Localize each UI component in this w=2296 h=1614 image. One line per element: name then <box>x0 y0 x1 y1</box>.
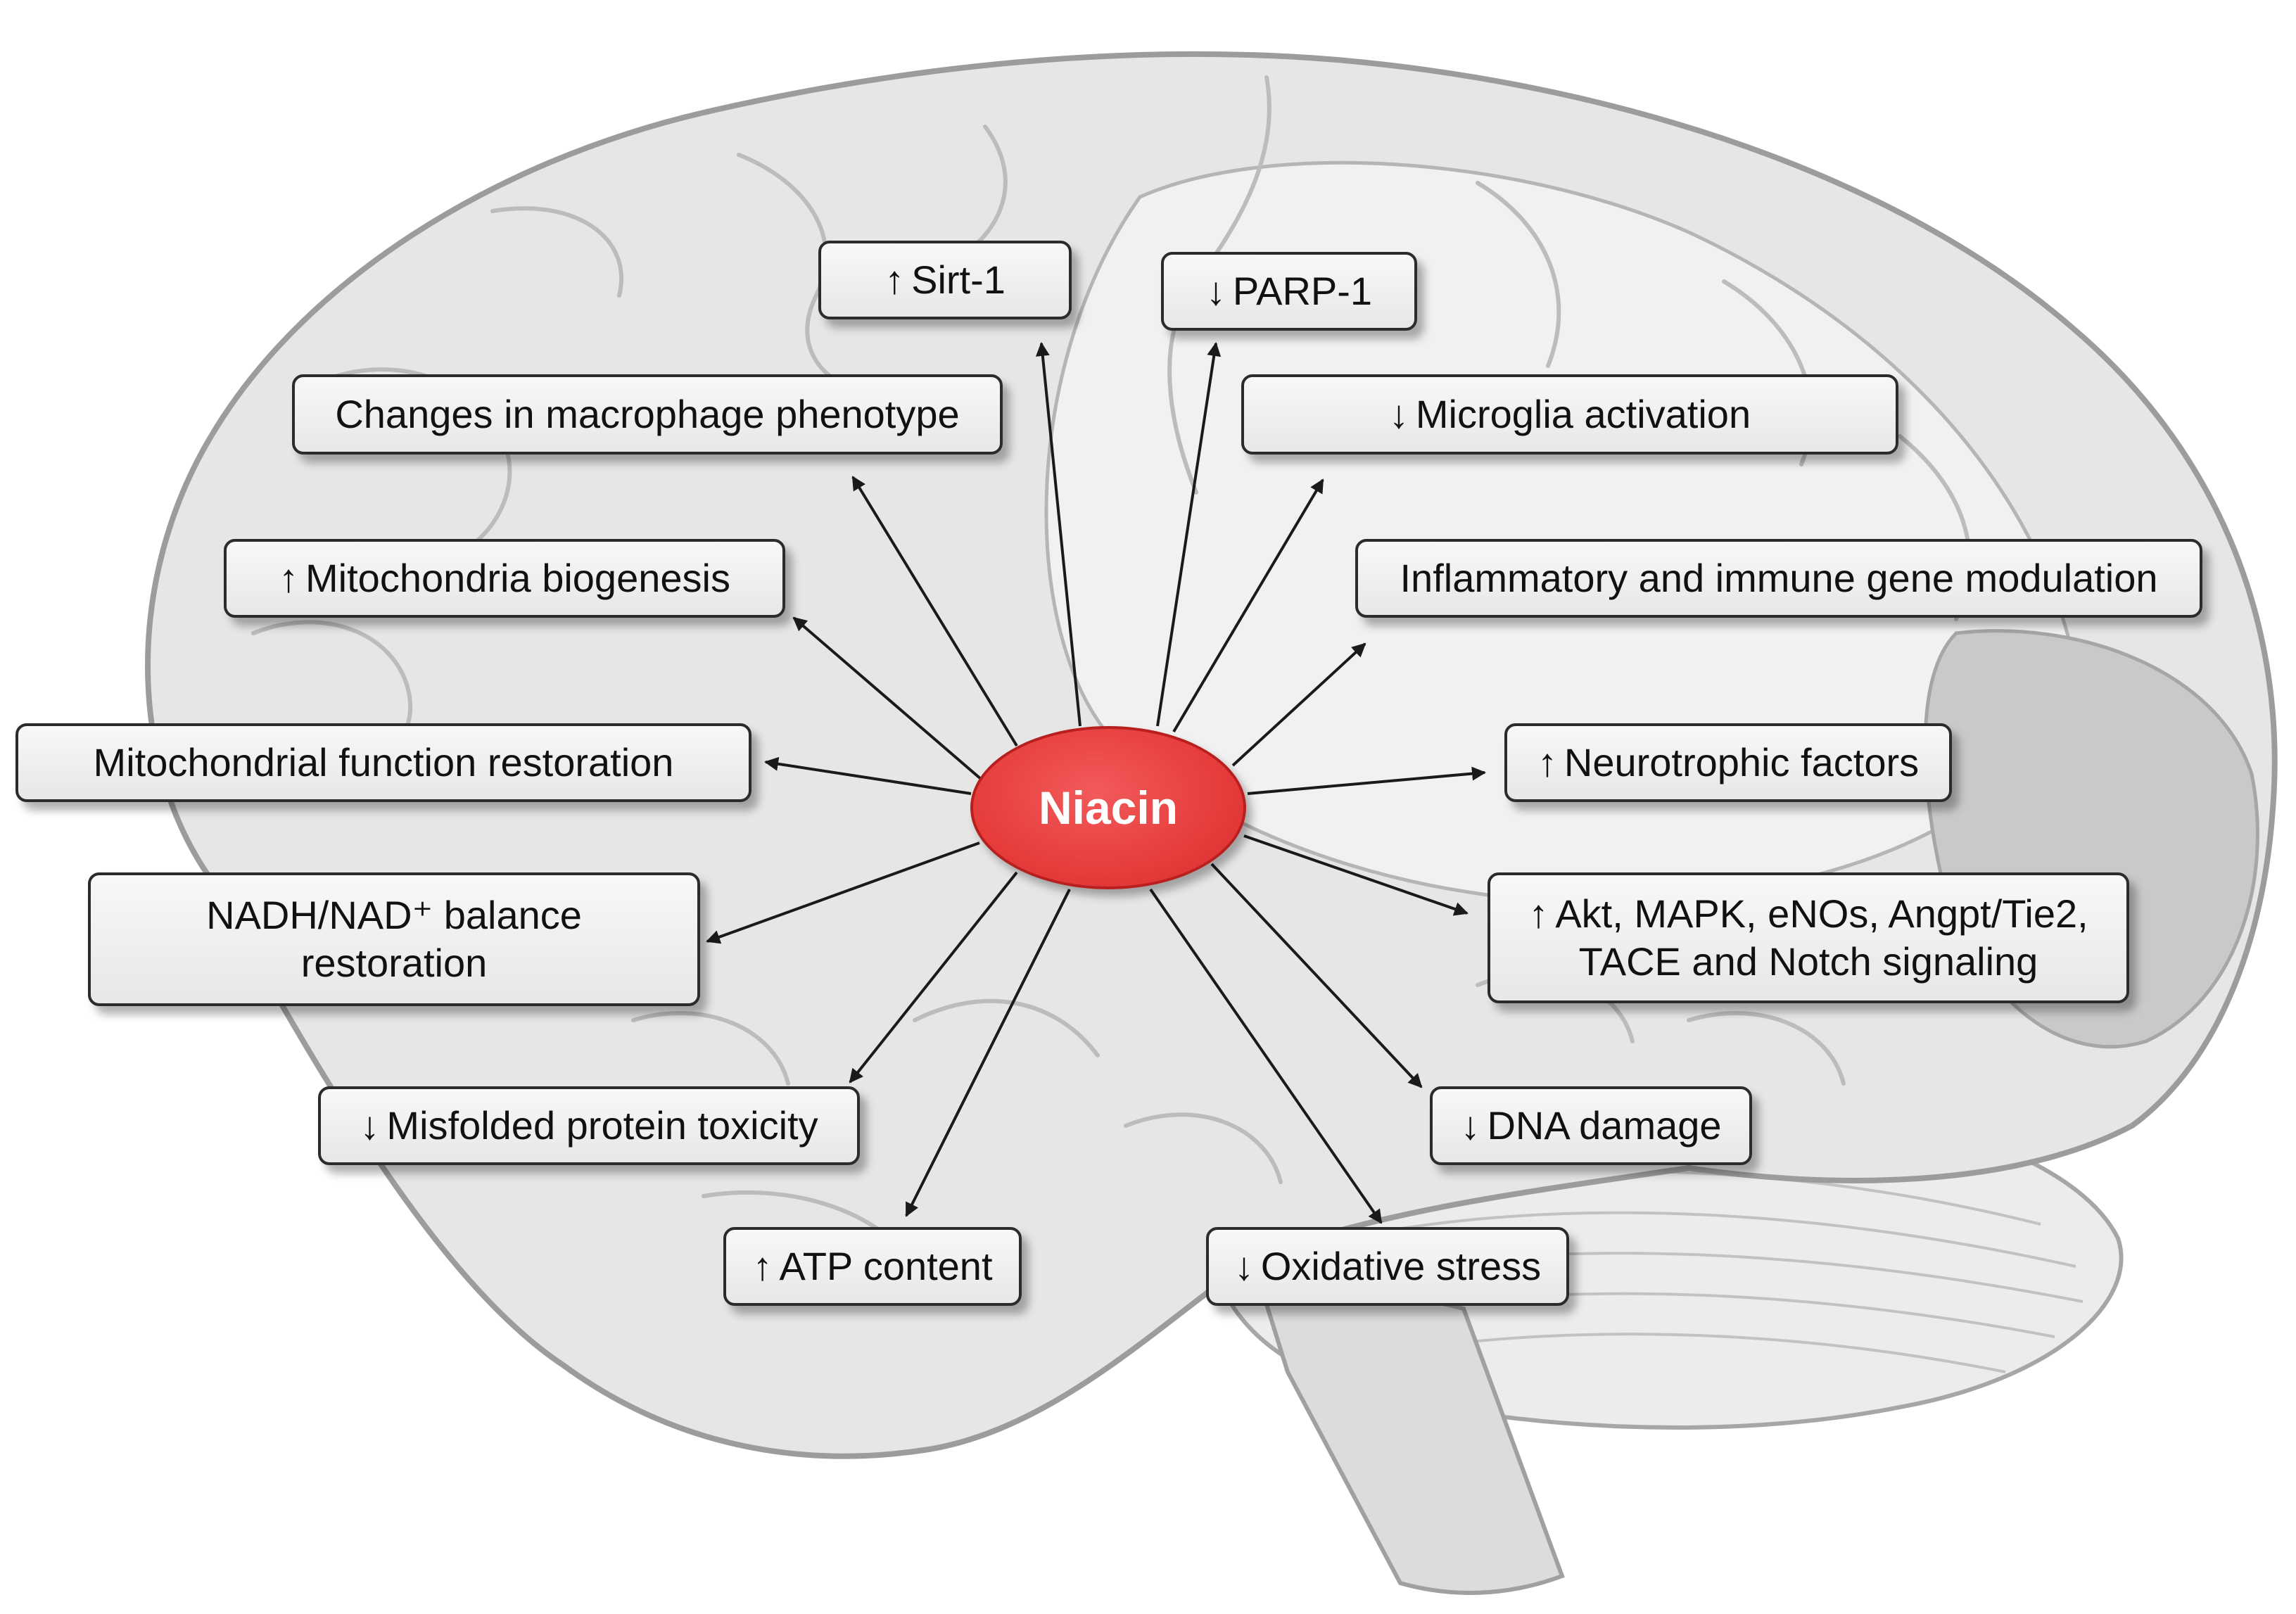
box-microglia: ↓Microglia activation <box>1241 374 1898 455</box>
arrow-macrophage <box>851 476 1018 747</box>
box-parp1: ↓PARP-1 <box>1161 252 1417 331</box>
box-mito-biogenesis: ↑Mitochondria biogenesis <box>224 539 785 618</box>
up-arrow-icon: ↑ <box>884 257 905 302</box>
up-arrow-icon: ↑ <box>1528 891 1549 936</box>
arrow-microglia <box>1172 478 1324 733</box>
down-arrow-icon: ↓ <box>1460 1103 1480 1148</box>
arrow-dna <box>1210 863 1423 1088</box>
down-arrow-icon: ↓ <box>360 1103 380 1148</box>
arrow-nadh <box>706 841 980 944</box>
box-oxidative: ↓Oxidative stress <box>1206 1227 1569 1306</box>
box-inflammatory: Inflammatory and immune gene modulation <box>1355 539 2202 618</box>
niacin-node: Niacin <box>970 726 1246 889</box>
down-arrow-icon: ↓ <box>1205 268 1226 313</box>
up-arrow-icon: ↑ <box>279 555 299 600</box>
label-misfolded: Misfolded protein toxicity <box>386 1103 818 1148</box>
label-inflammatory: Inflammatory and immune gene modulation <box>1400 555 2158 600</box>
label-microglia: Microglia activation <box>1415 391 1751 436</box>
up-arrow-icon: ↑ <box>752 1243 773 1288</box>
box-nadh: NADH/NAD⁺ balance restoration <box>88 872 700 1006</box>
label-mito-function: Mitochondrial function restoration <box>93 739 674 784</box>
box-dna: ↓DNA damage <box>1430 1086 1752 1165</box>
label-macrophage: Changes in macrophage phenotype <box>335 391 960 436</box>
down-arrow-icon: ↓ <box>1233 1243 1254 1288</box>
arrow-mito-function <box>764 756 972 795</box>
label-nadh-line1: NADH/NAD⁺ balance <box>206 892 582 937</box>
arrow-inflammatory <box>1231 642 1366 767</box>
down-arrow-icon: ↓ <box>1388 391 1409 436</box>
arrow-neurotrophic <box>1247 766 1486 795</box>
box-akt: ↑Akt, MAPK, eNOs, Angpt/Tie2, TACE and N… <box>1488 872 2129 1003</box>
arrow-parp1 <box>1156 342 1222 727</box>
connector-arrows <box>706 342 1486 1224</box>
label-oxidative: Oxidative stress <box>1260 1243 1542 1288</box>
label-akt-line1: Akt, MAPK, eNOs, Angpt/Tie2, <box>1555 891 2088 936</box>
label-parp1: PARP-1 <box>1232 268 1373 313</box>
arrow-oxidative <box>1149 888 1383 1224</box>
box-mito-function: Mitochondrial function restoration <box>15 723 751 802</box>
arrow-akt <box>1243 834 1469 916</box>
box-macrophage: Changes in macrophage phenotype <box>292 374 1003 455</box>
label-akt-line2: TACE and Notch signaling <box>1578 939 2038 984</box>
label-nadh-line2: restoration <box>300 941 488 985</box>
arrow-mito-biogenesis <box>792 616 983 781</box>
arrow-misfolded <box>849 871 1018 1084</box>
up-arrow-icon: ↑ <box>1537 739 1557 784</box>
box-sirt1: ↑Sirt-1 <box>818 241 1072 319</box>
arrow-atp <box>905 889 1071 1217</box>
label-sirt1: Sirt-1 <box>911 257 1006 302</box>
label-dna: DNA damage <box>1487 1103 1722 1148</box>
box-atp: ↑ATP content <box>723 1227 1022 1306</box>
arrow-sirt1 <box>1035 342 1082 727</box>
label-mito-biogenesis: Mitochondria biogenesis <box>305 555 730 600</box>
label-neurotrophic: Neurotrophic factors <box>1564 739 1920 784</box>
box-neurotrophic: ↑Neurotrophic factors <box>1504 723 1952 802</box>
box-misfolded: ↓Misfolded protein toxicity <box>318 1086 860 1165</box>
label-atp: ATP content <box>779 1243 993 1288</box>
niacin-label: Niacin <box>1038 782 1179 834</box>
